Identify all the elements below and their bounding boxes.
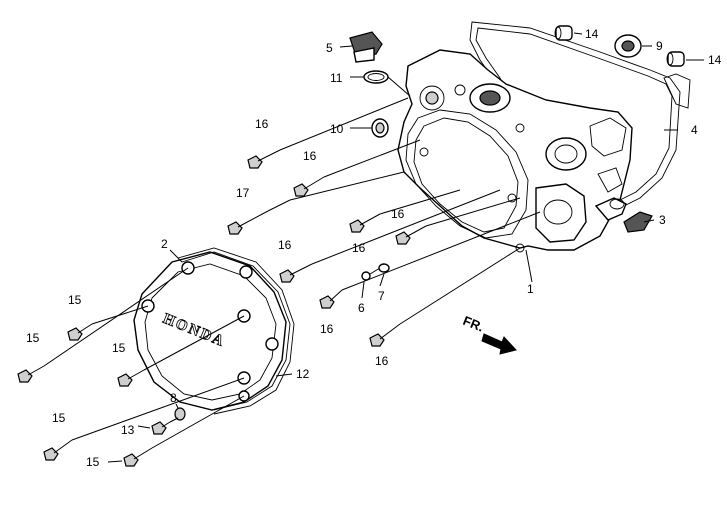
bolt-16-e[interactable] xyxy=(279,263,313,283)
callout-1: 1 xyxy=(527,282,534,296)
callout-16-d: 16 xyxy=(391,207,405,221)
callout-3: 3 xyxy=(659,213,666,227)
callout-10: 10 xyxy=(330,122,344,136)
callout-15-e: 15 xyxy=(86,455,100,469)
callout-16-b: 16 xyxy=(303,149,317,163)
callout-labels: 1 2 3 4 5 6 7 8 9 10 11 12 13 14 14 15 1… xyxy=(26,27,722,469)
bolt-15-e[interactable] xyxy=(123,447,153,467)
callout-14-right: 14 xyxy=(708,53,722,67)
callout-8: 8 xyxy=(170,391,177,405)
bolt-15-d[interactable] xyxy=(43,439,73,461)
callout-16-g: 16 xyxy=(375,354,389,368)
front-direction-indicator: FR. xyxy=(461,313,517,355)
bearing-9[interactable] xyxy=(614,34,642,58)
callout-11: 11 xyxy=(330,71,343,85)
bolt-16-g[interactable] xyxy=(369,323,401,347)
bolt-16-c[interactable] xyxy=(349,213,381,233)
callout-15-a: 15 xyxy=(68,293,82,307)
callout-5: 5 xyxy=(326,41,333,55)
callout-16-c: 16 xyxy=(352,241,366,255)
callout-4: 4 xyxy=(691,123,698,137)
clutch-cover-2[interactable]: HONDA xyxy=(133,251,287,411)
cap-3[interactable] xyxy=(623,211,653,233)
o-ring-11[interactable] xyxy=(363,70,389,84)
callout-7: 7 xyxy=(378,289,385,303)
bolt-17[interactable] xyxy=(227,210,269,235)
oil-seal-10[interactable] xyxy=(371,118,389,138)
bolt-16-a[interactable] xyxy=(247,149,281,169)
direction-label: FR. xyxy=(461,313,486,335)
callout-16-a: 16 xyxy=(255,117,269,131)
callout-13: 13 xyxy=(121,423,135,437)
leader-lines xyxy=(43,32,704,463)
washer-8[interactable] xyxy=(174,407,186,421)
gasket-12[interactable] xyxy=(177,247,295,415)
bolt-15-b[interactable] xyxy=(17,365,45,383)
bolt-16-b[interactable] xyxy=(293,176,325,197)
bolt-16-f[interactable] xyxy=(319,289,343,309)
callout-12: 12 xyxy=(296,367,310,381)
bolt-16-d[interactable] xyxy=(395,225,427,245)
front-arrow-icon xyxy=(481,333,517,355)
bolt-6[interactable] xyxy=(361,267,381,281)
callout-15-c: 15 xyxy=(112,341,126,355)
callout-17: 17 xyxy=(236,186,250,200)
callout-16-f: 16 xyxy=(320,322,334,336)
dowel-14-right[interactable] xyxy=(666,51,685,67)
crankcase-cover-1[interactable] xyxy=(397,49,633,253)
callout-9: 9 xyxy=(656,39,663,53)
bolt-15-c[interactable] xyxy=(117,369,145,387)
cap-5[interactable] xyxy=(349,31,383,63)
dowel-14-left[interactable] xyxy=(554,25,573,41)
bolt-15-a[interactable] xyxy=(67,323,93,341)
bolt-13[interactable] xyxy=(151,421,171,435)
callout-15-d: 15 xyxy=(52,411,66,425)
washer-7[interactable] xyxy=(378,263,390,273)
callout-14-left: 14 xyxy=(585,27,599,41)
callout-2: 2 xyxy=(161,237,168,251)
callout-6: 6 xyxy=(358,301,365,315)
callout-16-e: 16 xyxy=(278,238,292,252)
callout-15-b: 15 xyxy=(26,331,40,345)
